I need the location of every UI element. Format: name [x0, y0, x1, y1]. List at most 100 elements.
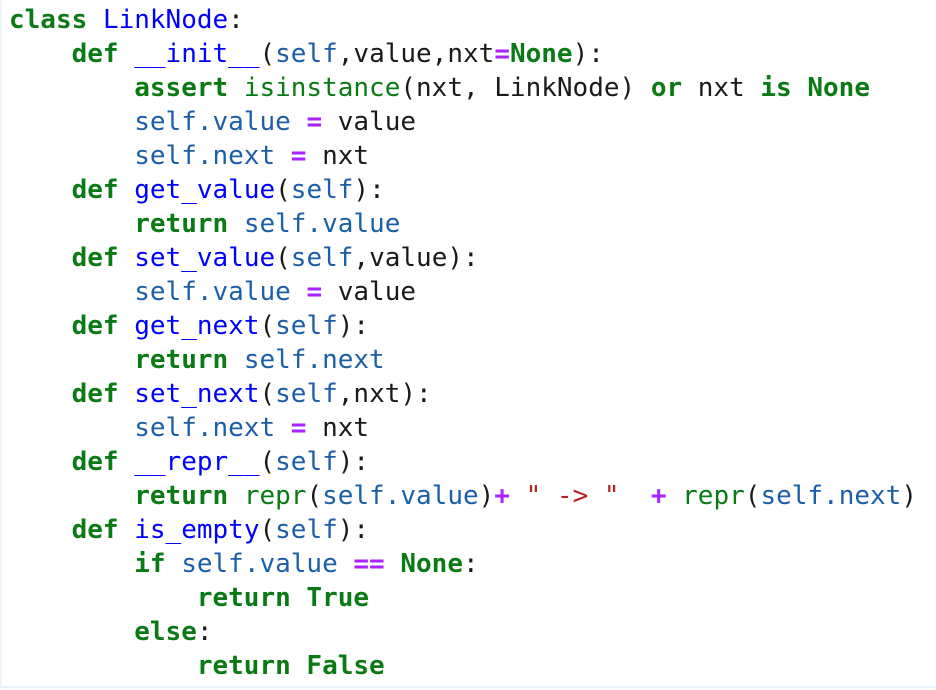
code-line: self.next = nxt: [9, 411, 917, 445]
text-token: (: [744, 481, 761, 511]
operator-token: ==: [353, 549, 385, 579]
text-token: :: [196, 617, 213, 647]
keyword-token: def: [71, 515, 119, 545]
code-line: return self.value: [9, 207, 917, 241]
function-name-token: set_value: [134, 243, 276, 273]
keyword-token: def: [71, 175, 119, 205]
text-token: (: [259, 311, 276, 341]
text-token: [166, 549, 182, 579]
attribute-token: self.next: [134, 141, 276, 171]
attribute-token: self: [275, 311, 338, 341]
keyword-token: def: [71, 379, 119, 409]
text-token: [9, 447, 72, 477]
attribute-token: self.value: [243, 209, 401, 239]
attribute-token: self: [275, 39, 338, 69]
text-token: ,value):: [353, 243, 479, 273]
code-line: def __init__(self,value,nxt=None):: [9, 37, 917, 71]
text-token: ):: [572, 39, 604, 69]
text-token: [291, 583, 307, 613]
keyword-token: class: [9, 5, 88, 35]
code-editor[interactable]: class LinkNode: def __init__(self,value,…: [9, 3, 917, 683]
text-token: [119, 243, 135, 273]
code-line: def is_empty(self):: [9, 513, 917, 547]
code-line: def get_next(self):: [9, 309, 917, 343]
text-token: [9, 583, 197, 613]
string-token: " -> ": [525, 481, 620, 511]
operator-token: =: [494, 39, 510, 69]
text-token: (: [259, 379, 276, 409]
function-name-token: set_next: [134, 379, 260, 409]
text-token: nxt: [306, 413, 370, 443]
keyword-token: assert: [134, 73, 229, 103]
attribute-token: self: [275, 515, 338, 545]
keyword-token: def: [71, 243, 119, 273]
text-token: [9, 345, 134, 375]
attribute-token: self.value: [181, 549, 338, 579]
operator-token: =: [290, 413, 307, 443]
text-token: (: [259, 447, 276, 477]
text-token: [228, 345, 244, 375]
text-token: :: [463, 549, 479, 579]
text-token: ):: [337, 515, 370, 545]
code-line: self.value = value: [9, 105, 917, 139]
text-token: [291, 651, 307, 681]
text-token: [119, 447, 135, 477]
keyword-token: return: [196, 583, 291, 613]
operator-token: =: [290, 141, 307, 171]
text-token: [9, 277, 134, 307]
attribute-token: self.value: [134, 277, 291, 307]
text-token: [9, 549, 134, 579]
keyword-token: def: [71, 311, 119, 341]
keyword-token: def: [71, 39, 119, 69]
text-token: [792, 73, 808, 103]
text-token: nxt: [682, 73, 761, 103]
function-name-token: is_empty: [134, 515, 260, 545]
function-name-token: get_value: [134, 175, 276, 205]
text-token: ,value,nxt: [337, 39, 495, 69]
text-token: (: [306, 481, 323, 511]
text-token: nxt: [306, 141, 370, 171]
text-token: ):: [353, 175, 385, 205]
text-token: [291, 107, 307, 137]
keyword-token: else: [134, 617, 197, 647]
text-token: :: [228, 5, 244, 35]
code-line: def __repr__(self):: [9, 445, 917, 479]
attribute-token: self.next: [134, 413, 276, 443]
text-token: [9, 39, 72, 69]
text-token: [9, 175, 72, 205]
text-token: [228, 73, 244, 103]
operator-token: +: [650, 481, 667, 511]
builtin-token: repr: [682, 481, 745, 511]
builtin-token: isinstance: [243, 73, 401, 103]
keyword-token: def: [71, 447, 119, 477]
text-token: [9, 481, 134, 511]
text-token: [119, 515, 135, 545]
text-token: [119, 379, 135, 409]
text-token: [9, 209, 134, 239]
text-token: (nxt, LinkNode): [400, 73, 651, 103]
operator-token: =: [306, 107, 323, 137]
text-token: [385, 549, 401, 579]
code-line: return True: [9, 581, 917, 615]
attribute-token: self: [275, 379, 338, 409]
code-line: self.next = nxt: [9, 139, 917, 173]
text-token: [228, 209, 244, 239]
keyword-token: None: [509, 39, 573, 69]
keyword-token: return: [134, 209, 229, 239]
text-token: [9, 73, 134, 103]
text-token: [275, 413, 291, 443]
text-token: [9, 379, 72, 409]
text-token: [119, 39, 135, 69]
text-token: value: [322, 277, 417, 307]
text-token: [9, 107, 134, 137]
keyword-token: return: [134, 345, 229, 375]
text-token: [119, 175, 135, 205]
function-name-token: __repr__: [134, 447, 260, 477]
code-line: def set_next(self,nxt):: [9, 377, 917, 411]
text-token: [9, 243, 72, 273]
text-token: [87, 5, 103, 35]
keyword-token: or: [650, 73, 683, 103]
text-token: value: [322, 107, 417, 137]
code-line: return self.next: [9, 343, 917, 377]
